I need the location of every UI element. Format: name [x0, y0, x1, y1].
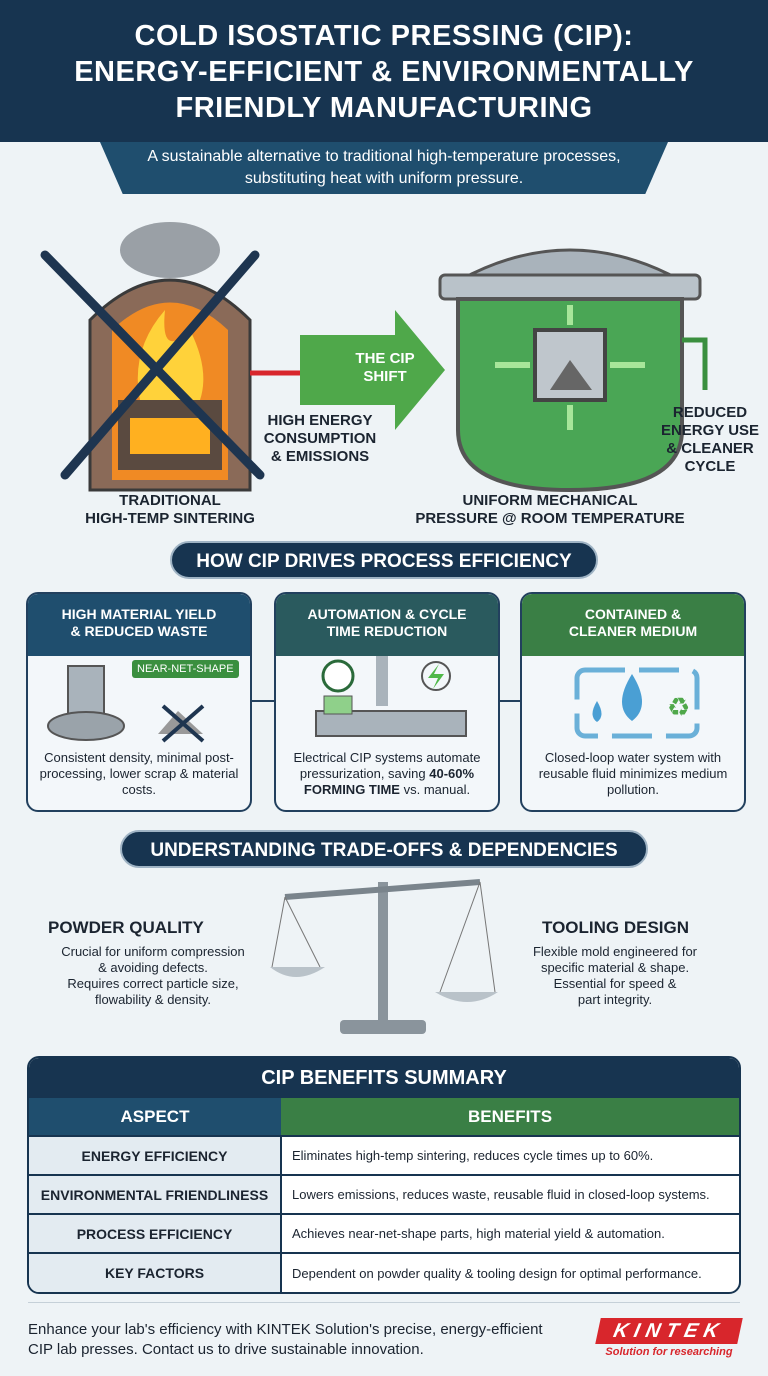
- text: & avoiding defects.: [98, 960, 208, 975]
- text: Crucial for uniform compression& avoidin…: [38, 944, 268, 1008]
- card-text: Consistent density, minimal post-process…: [39, 750, 239, 797]
- text: UNIFORM MECHANICAL: [462, 492, 638, 509]
- card-medium: CONTAINED &CLEANER MEDIUM ♻ Closed-loop …: [520, 592, 746, 812]
- cell: KEY FACTORS: [29, 1252, 282, 1292]
- shift-arrow-icon: [300, 310, 445, 430]
- tooling-design: TOOLING DESIGN Flexible mold engineered …: [510, 918, 720, 1008]
- text: Crucial for uniform compression: [61, 944, 245, 959]
- text: vs. manual.: [403, 782, 471, 797]
- divider: [28, 1302, 740, 1303]
- text: HIGH MATERIAL YIELD: [61, 606, 217, 622]
- furnace-icon: [88, 222, 252, 492]
- water-cycle-icon: ♻: [574, 667, 700, 739]
- powder-quality: POWDER QUALITY Crucial for uniform compr…: [38, 918, 268, 1008]
- header: COLD ISOSTATIC PRESSING (CIP): ENERGY-EF…: [0, 0, 768, 142]
- card-text: Closed-loop water system with reusable f…: [538, 750, 728, 797]
- tradeoffs-section-title: UNDERSTANDING TRADE-OFFS & DEPENDENCIES: [120, 830, 648, 868]
- subtitle-line: substituting heat with uniform pressure.: [244, 170, 524, 187]
- near-net-shape-tag: NEAR-NET-SHAPE: [132, 660, 239, 678]
- text: Enhance your lab's efficiency with KINTE…: [28, 1321, 543, 1338]
- part-and-powder-icon: [47, 665, 205, 743]
- text: part integrity.: [577, 992, 653, 1007]
- text: TIME REDUCTION: [326, 623, 448, 639]
- card-text: Electrical CIP systems automate pressuri…: [282, 750, 492, 798]
- cell: ENERGY EFFICIENCY: [29, 1135, 282, 1175]
- text: AUTOMATION & CYCLE: [307, 606, 467, 622]
- text: SHIFT: [363, 368, 407, 385]
- pressure-vessel-icon: [438, 248, 708, 493]
- card-title: CONTAINED &CLEANER MEDIUM: [522, 594, 744, 656]
- kintek-logo: KINTEK Solution for researching: [595, 1318, 743, 1358]
- highlight: 40-60% FORMING TIME: [303, 766, 475, 797]
- text: PRESSURE @ ROOM TEMPERATURE: [415, 510, 685, 527]
- cell: Eliminates high-temp sintering, reduces …: [281, 1135, 739, 1175]
- text: & CLEANER: [666, 440, 754, 457]
- cross-icon: [40, 250, 265, 480]
- column-header: BENEFITS: [281, 1098, 739, 1136]
- text: CONSUMPTION: [263, 430, 377, 447]
- text: HIGH-TEMP SINTERING: [85, 510, 255, 527]
- text: Essential for speed &: [553, 976, 677, 991]
- text: ENERGY USE: [660, 422, 760, 439]
- cell: PROCESS EFFICIENCY: [29, 1213, 282, 1253]
- svg-text:♻: ♻: [667, 692, 690, 722]
- text: TRADITIONAL: [119, 492, 221, 509]
- cell: Lowers emissions, reduces waste, reusabl…: [281, 1174, 739, 1214]
- text: POWDER QUALITY: [48, 918, 204, 937]
- text: Flexible mold engineered for: [532, 944, 698, 959]
- title-line: ENERGY-EFFICIENT & ENVIRONMENTALLY: [74, 56, 694, 88]
- column-header: ASPECT: [29, 1098, 281, 1136]
- balance-scale-icon: [270, 879, 498, 1034]
- text: CIP lab presses. Contact us to drive sus…: [28, 1341, 424, 1358]
- text: CONTAINED &: [584, 606, 682, 622]
- text: flowability & density.: [94, 992, 212, 1007]
- cell: Dependent on powder quality & tooling de…: [281, 1252, 739, 1292]
- text: Requires correct particle size,: [67, 976, 239, 991]
- subtitle-banner: A sustainable alternative to traditional…: [100, 142, 668, 194]
- efficiency-section-title: HOW CIP DRIVES PROCESS EFFICIENCY: [170, 541, 598, 579]
- footer-text: Enhance your lab's efficiency with KINTE…: [28, 1320, 598, 1360]
- text: CYCLE: [684, 458, 736, 475]
- card-title: HIGH MATERIAL YIELD& REDUCED WASTE: [28, 594, 250, 656]
- automation-machine-icon: [315, 656, 467, 737]
- hero-illustration: [40, 222, 708, 493]
- title-line: COLD ISOSTATIC PRESSING (CIP):: [134, 20, 634, 52]
- text: CLEANER MEDIUM: [568, 623, 698, 639]
- text: Electrical CIP systems automate pressuri…: [293, 750, 481, 781]
- subtitle-line: A sustainable alternative to traditional…: [147, 148, 621, 165]
- cell: Achieves near-net-shape parts, high mate…: [281, 1213, 739, 1253]
- card-material-yield: HIGH MATERIAL YIELD& REDUCED WASTE NEAR-…: [26, 592, 252, 812]
- text: & REDUCED WASTE: [70, 623, 208, 639]
- text: HIGH ENERGY: [267, 412, 373, 429]
- text: REDUCED: [672, 404, 748, 421]
- text: & EMISSIONS: [270, 448, 370, 465]
- logo-tagline: Solution for researching: [605, 1346, 733, 1358]
- text: THE CIP: [355, 350, 415, 367]
- text: TOOLING DESIGN: [542, 918, 690, 937]
- cell: ENVIRONMENTAL FRIENDLINESS: [29, 1174, 282, 1214]
- title-line: FRIENDLY MANUFACTURING: [175, 92, 593, 124]
- logo-text: KINTEK: [595, 1318, 743, 1344]
- text: specific material & shape.: [540, 960, 690, 975]
- table-title: CIP BENEFITS SUMMARY: [29, 1058, 739, 1098]
